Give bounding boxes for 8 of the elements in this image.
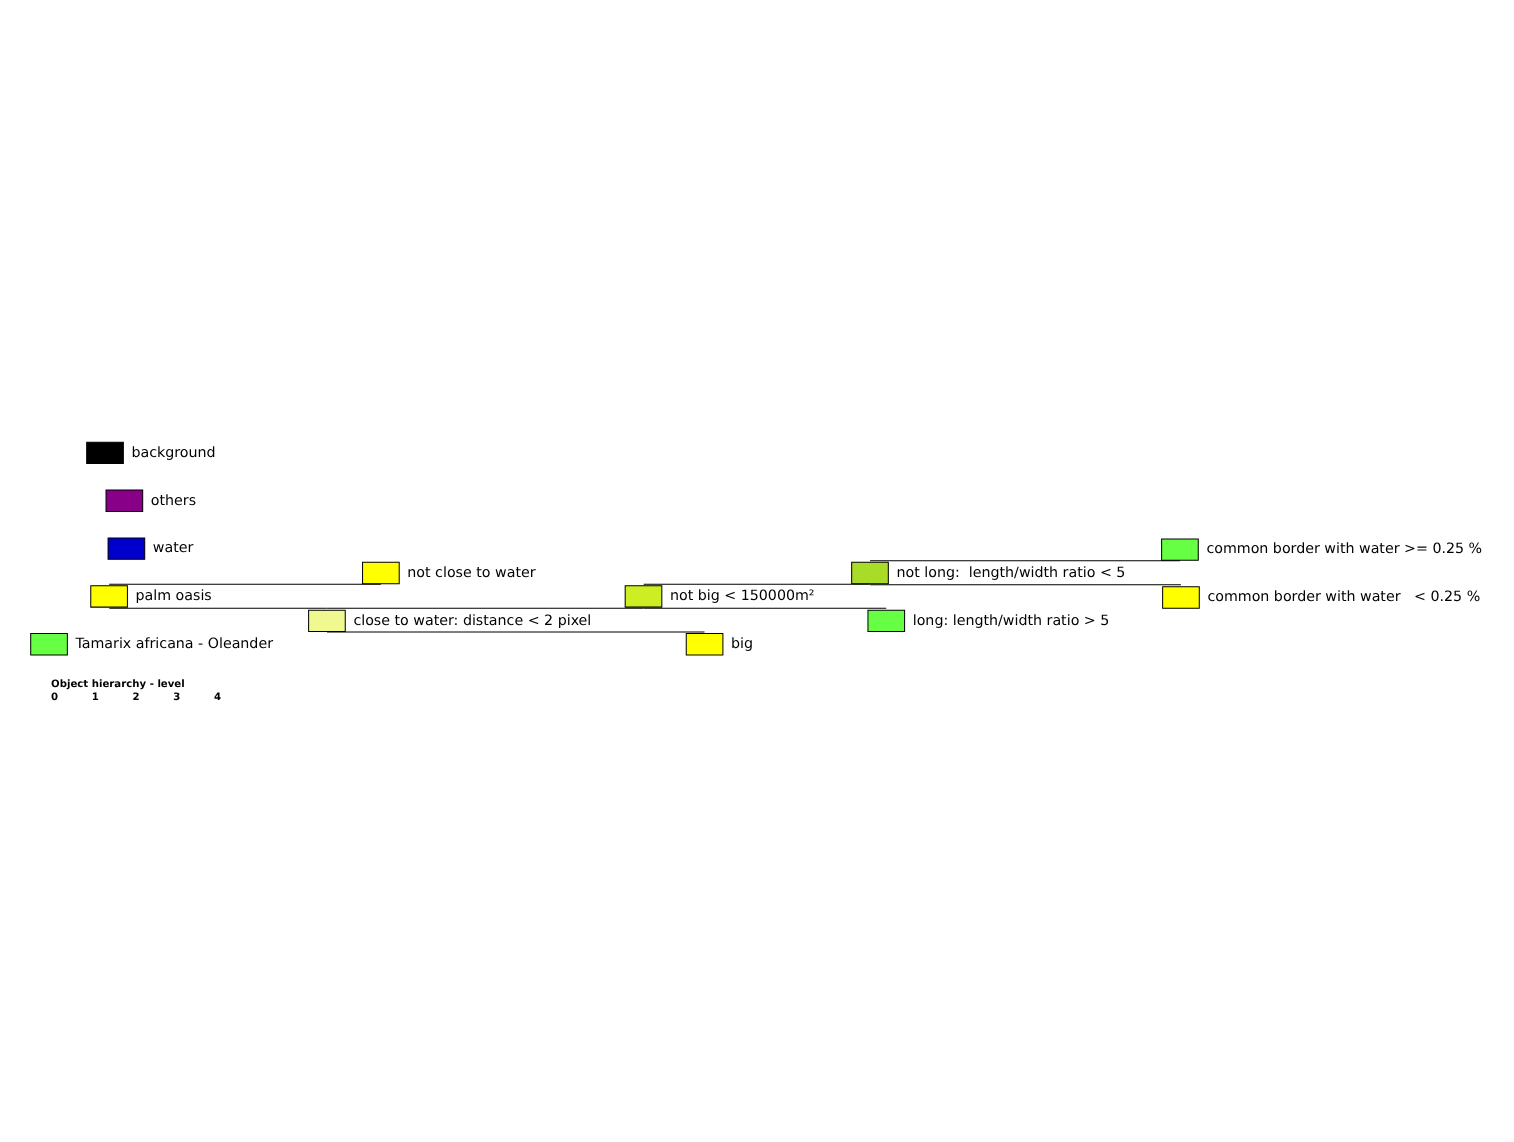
connector — [643, 582, 871, 584]
connector — [326, 630, 705, 632]
connector — [869, 559, 1181, 561]
connector — [108, 582, 382, 584]
connector — [643, 606, 887, 608]
connector — [326, 606, 644, 608]
connector — [869, 583, 1182, 585]
connector — [108, 606, 328, 608]
